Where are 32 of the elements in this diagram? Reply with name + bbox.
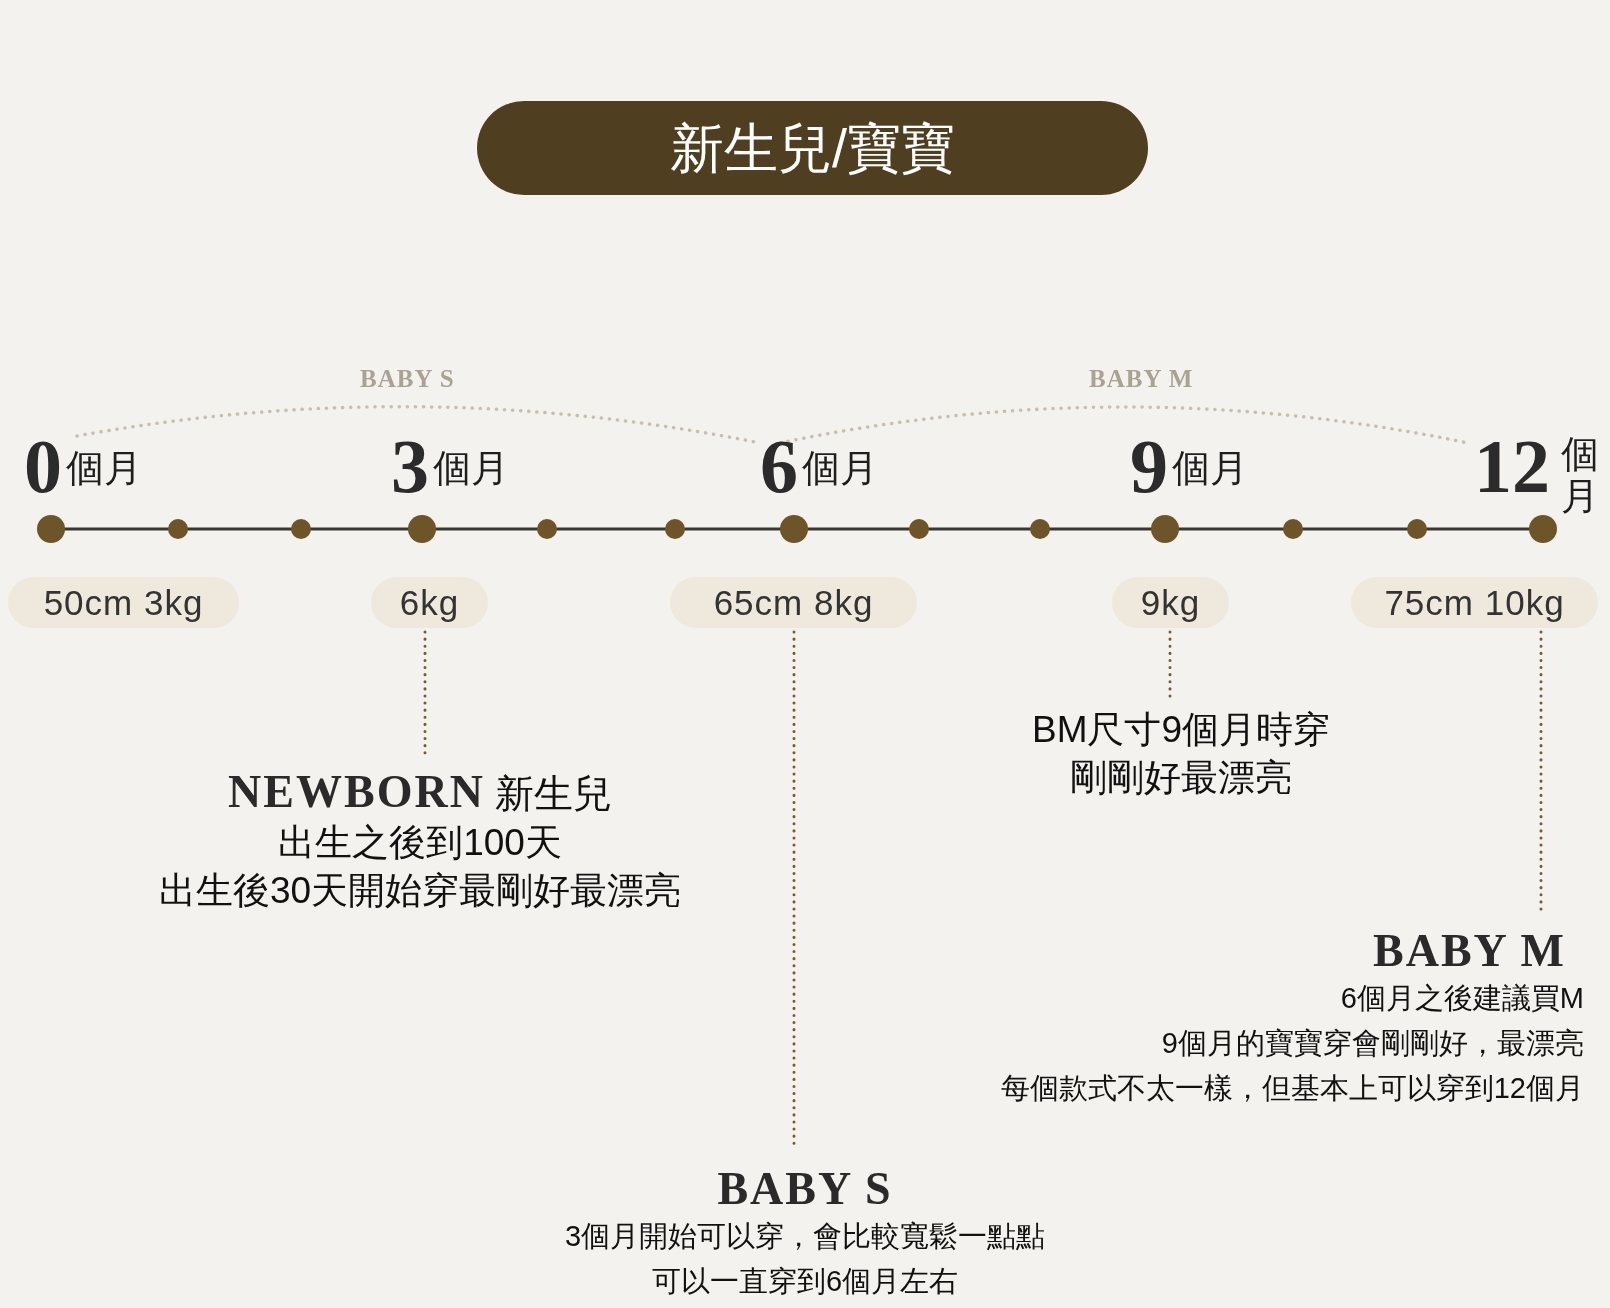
month-number: 3 <box>391 428 429 504</box>
month-number: 12 <box>1474 428 1550 504</box>
description-text: BM尺寸9個月時穿 <box>1031 708 1331 752</box>
measurement-pill: 75cm 10kg <box>1351 577 1598 628</box>
size-label: BABY S <box>360 366 455 391</box>
description-text: 6個月之後建議買M <box>1340 981 1584 1016</box>
serif-heading: NEWBORN <box>228 767 485 817</box>
serif-heading: BABY S <box>717 1164 893 1214</box>
month-unit: 個月 <box>66 449 142 487</box>
measurement-pill: 50cm 3kg <box>8 577 239 628</box>
month-number: 0 <box>24 428 62 504</box>
description-text: 3個月開始可以穿，會比較寬鬆一點點 <box>564 1219 1046 1254</box>
chinese-heading: 新生兒 <box>494 771 612 817</box>
size-label: BABY M <box>1089 366 1194 391</box>
description-text: 剛剛好最漂亮 <box>1070 756 1292 800</box>
serif-heading: BABY M <box>1373 926 1566 976</box>
month-number: 9 <box>1130 428 1168 504</box>
description-text: 出生之後到100天 <box>278 821 562 865</box>
description-text: 出生後30天開始穿最剛好最漂亮 <box>158 869 682 913</box>
month-unit: 個月 <box>433 449 509 487</box>
title-banner: 新生兒/寶寶 <box>477 101 1148 195</box>
description-text: 9個月的寶寶穿會剛剛好，最漂亮 <box>1161 1026 1584 1061</box>
month-number: 6 <box>760 428 798 504</box>
leader-line <box>423 630 427 755</box>
description-text: 每個款式不太一樣，但基本上可以穿到12個月 <box>1000 1071 1584 1106</box>
month-unit: 個月 <box>1172 449 1248 487</box>
month-unit: 個月 <box>1561 434 1599 518</box>
measurement-pill: 65cm 8kg <box>670 577 917 628</box>
description-text: 可以一直穿到6個月左右 <box>651 1264 959 1299</box>
month-unit: 個月 <box>802 449 878 487</box>
measurement-pill: 6kg <box>371 577 488 628</box>
measurement-pill: 9kg <box>1112 577 1229 628</box>
